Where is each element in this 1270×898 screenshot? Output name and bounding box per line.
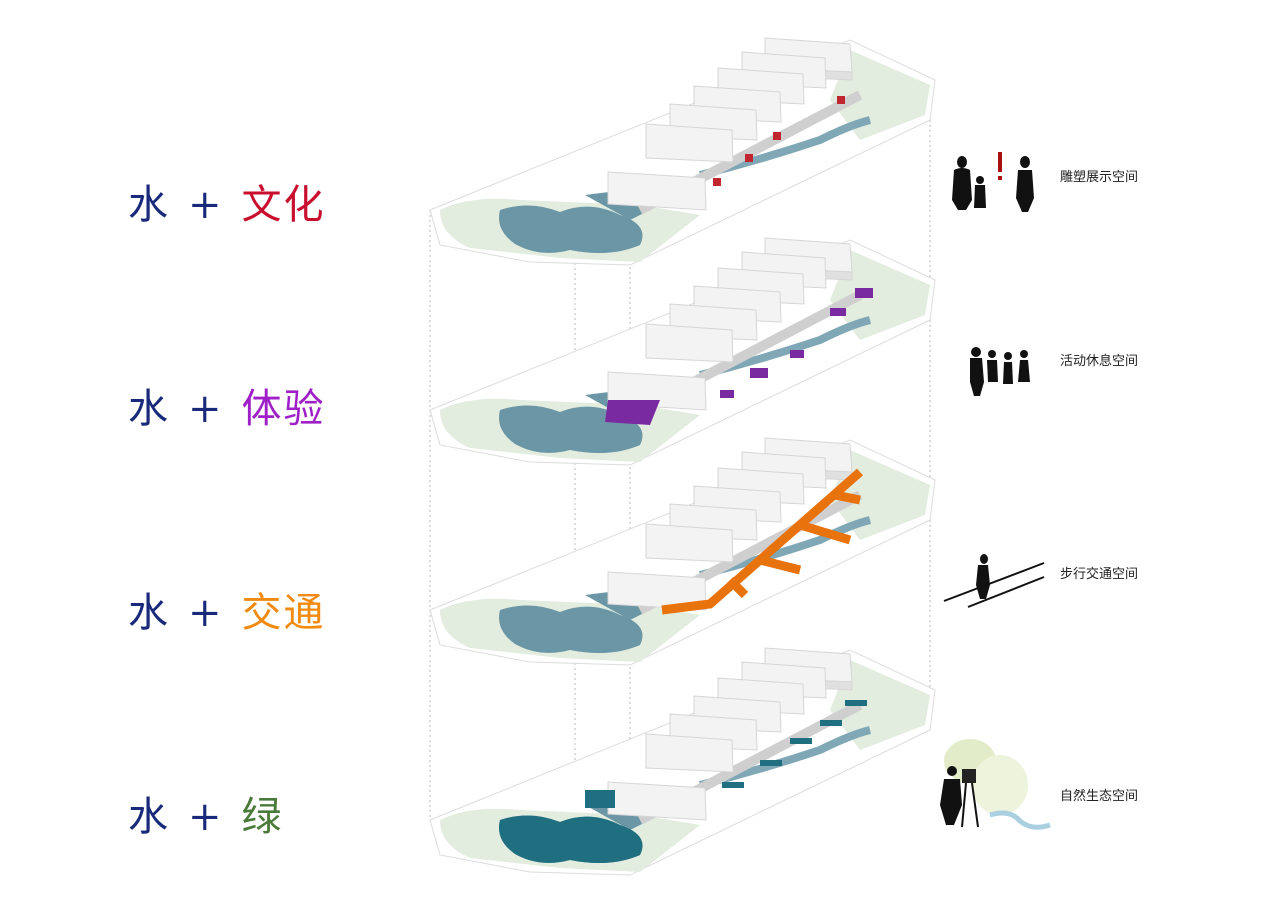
legend-label: 雕塑展示空间	[1060, 170, 1139, 185]
layer-label-culture: 水 + 文化	[128, 172, 326, 230]
layer-green	[430, 648, 935, 875]
experience-activity-areas	[605, 288, 873, 425]
green-water-features	[585, 700, 867, 808]
label-plus: +	[188, 590, 224, 636]
family-silhouette-icon	[952, 152, 1034, 212]
label-water: 水	[128, 794, 170, 840]
label-theme: 体验	[241, 386, 326, 432]
legend-label: 活动休息空间	[1060, 354, 1139, 369]
legend-label: 步行交通空间	[1060, 567, 1139, 582]
traffic-pedestrian-path	[661, 468, 863, 615]
painter-landscape-icon	[940, 739, 1051, 830]
label-theme: 绿	[241, 794, 284, 840]
layer-experience	[430, 238, 935, 465]
label-plus: +	[188, 794, 224, 840]
legend-sculpture-space: 雕塑展示空间	[940, 140, 1240, 220]
layer-label-green: 水 + 绿	[128, 784, 284, 842]
layer-label-traffic: 水 + 交通	[128, 580, 326, 638]
legend-label: 自然生态空间	[1060, 789, 1139, 804]
legend-pedestrian-space: 步行交通空间	[940, 545, 1240, 625]
label-plus: +	[188, 386, 224, 432]
layer-label-experience: 水 + 体验	[128, 376, 326, 434]
pedestrian-icon	[943, 554, 1045, 608]
legend-ecology-space: 自然生态空间	[940, 735, 1240, 830]
label-theme: 文化	[241, 182, 326, 228]
label-plus: +	[188, 182, 224, 228]
label-water: 水	[128, 182, 170, 228]
culture-sculpture-markers	[713, 96, 845, 186]
label-water: 水	[128, 386, 170, 432]
label-theme: 交通	[241, 590, 326, 636]
legend-activity-space: 活动休息空间	[940, 330, 1240, 410]
layer-traffic	[430, 438, 935, 665]
layer-culture	[430, 38, 935, 265]
people-walking-icon	[970, 347, 1030, 396]
label-water: 水	[128, 590, 170, 636]
